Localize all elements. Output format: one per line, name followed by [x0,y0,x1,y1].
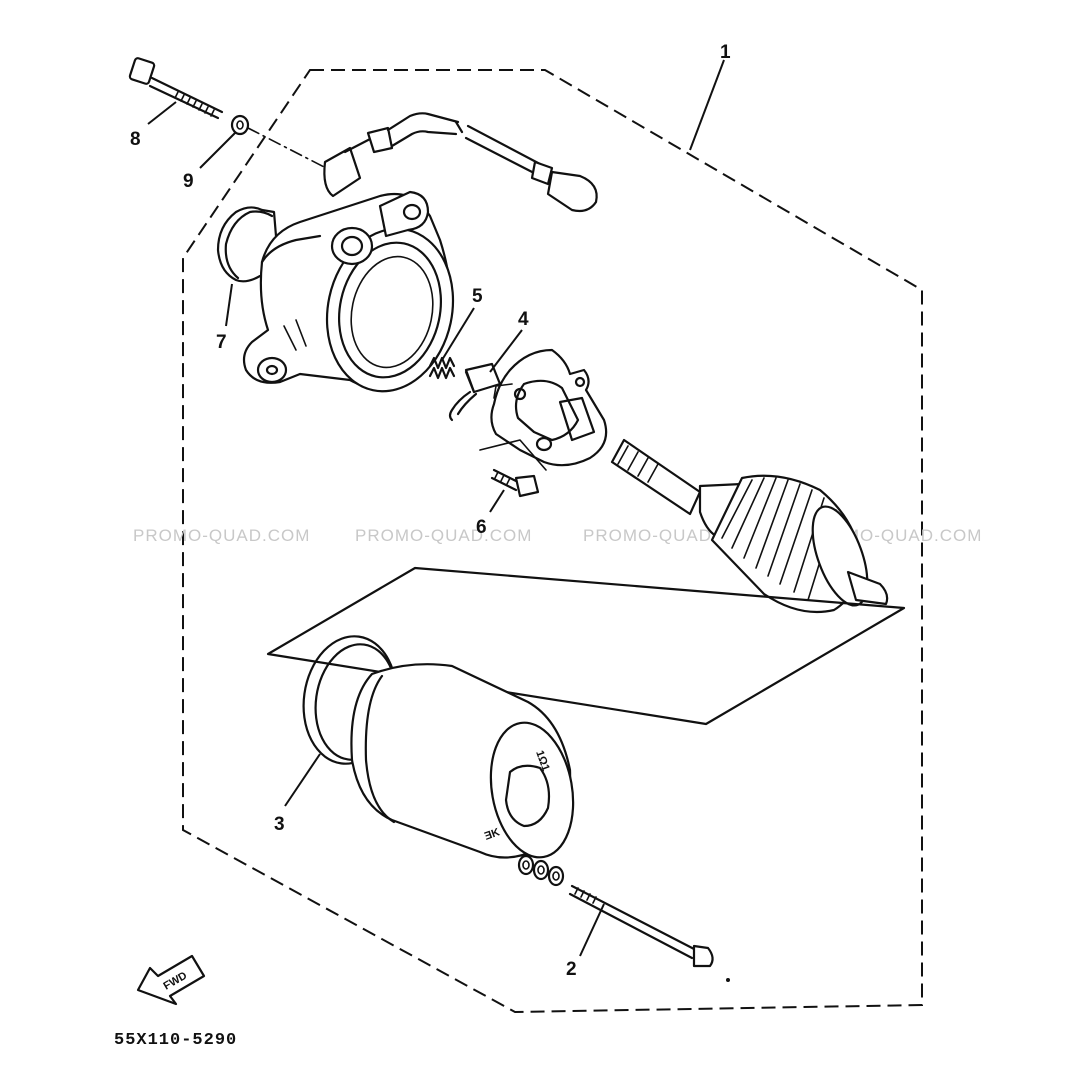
yoke-mark-bottom: ƎK [483,826,502,843]
part-through-bolt-2 [568,884,730,982]
part-armature [610,438,889,614]
part-o-ring-7 [216,206,278,283]
diagram-code: 55X110-5290 [114,1031,237,1050]
part-screw-6 [490,468,540,498]
callout-leaders [147,59,725,957]
callout-9: 9 [183,171,194,192]
part-washer-9 [230,114,250,136]
part-front-bracket [242,190,455,393]
watermark-text: PROMO-QUAD.COM [133,526,310,545]
part-bolt-8 [128,57,224,120]
callout-labels: 1 2 3 4 5 6 7 8 9 [130,42,731,980]
yoke-outline [266,566,906,726]
fwd-arrow-icon: FWD [136,954,206,1006]
assembly-boundary [182,69,923,1014]
part-spring-5 [428,356,456,380]
callout-2: 2 [566,959,577,980]
callout-3: 3 [274,814,285,835]
part-brush-holder [479,348,608,471]
callout-8: 8 [130,129,141,150]
part-washers [517,854,565,887]
callout-4: 4 [518,309,529,330]
callout-5: 5 [472,286,483,307]
callout-1: 1 [720,42,731,63]
watermark-text: PROMO-QUAD.COM [355,526,532,545]
callout-7: 7 [216,332,227,353]
part-lead-wire [323,112,598,213]
part-brush-4 [448,362,502,422]
part-yoke: 1Ω1 ƎK [350,663,575,859]
callout-6: 6 [476,517,487,538]
